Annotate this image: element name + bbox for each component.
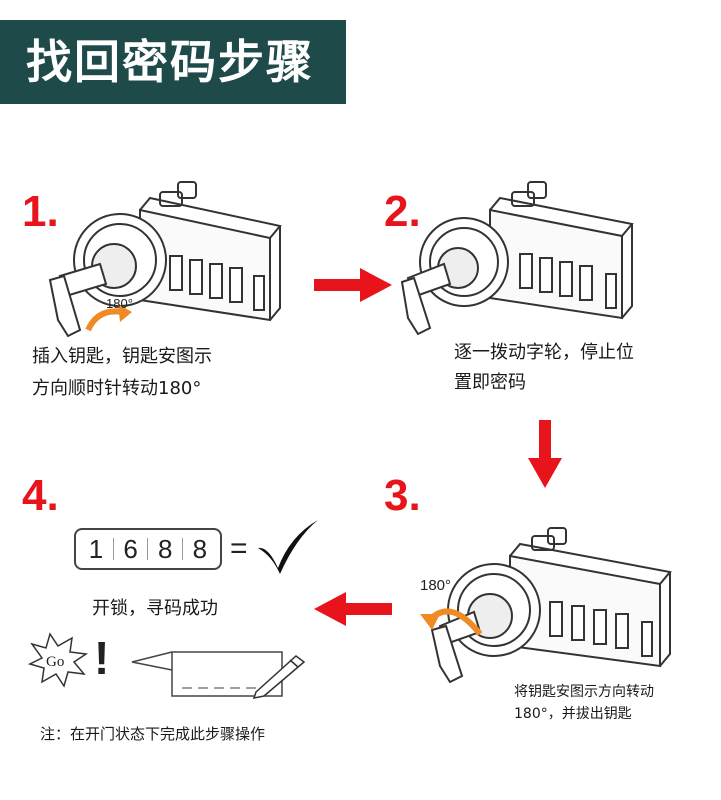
arrow-step1-to-step2 bbox=[314, 268, 392, 302]
go-burst-icon: Go bbox=[28, 630, 90, 688]
digit-separator bbox=[147, 538, 148, 560]
equals-sign: = bbox=[230, 532, 248, 566]
arrow-step3-to-step4 bbox=[314, 592, 392, 626]
step-1-lock-illustration: 180° bbox=[40, 180, 300, 340]
code-display: 1 6 8 8 bbox=[74, 528, 222, 570]
page-title: 找回密码步骤 bbox=[26, 34, 314, 90]
step-3-caption-line-2: 180°，并拔出钥匙 bbox=[514, 702, 632, 726]
code-digit: 8 bbox=[193, 534, 207, 565]
title-banner: 找回密码步骤 bbox=[0, 20, 346, 104]
note-text: 注：在开门状态下完成此步骤操作 bbox=[40, 722, 265, 746]
step-1-caption-line-2: 方向顺时针转动180° bbox=[32, 374, 201, 403]
step-2-lock-illustration bbox=[400, 178, 650, 338]
exclamation-mark: ! bbox=[94, 632, 109, 684]
arrow-step2-to-step3 bbox=[528, 420, 562, 488]
step-1-rotation-label: 180° bbox=[106, 296, 133, 311]
step-3-caption-line-1: 将钥匙安图示方向转动 bbox=[514, 680, 654, 704]
step-3-rotation-label: 180° bbox=[420, 577, 451, 594]
step-3-lock-illustration: 180° bbox=[410, 526, 680, 686]
code-digit: 1 bbox=[89, 534, 103, 565]
go-label: Go bbox=[46, 654, 64, 670]
step-2-caption-line-2: 置即密码 bbox=[454, 368, 526, 397]
step-1-caption-line-1: 插入钥匙，钥匙安图示 bbox=[32, 342, 212, 371]
step-3-number: 3. bbox=[384, 472, 421, 520]
code-digit: 8 bbox=[158, 534, 172, 565]
digit-separator bbox=[113, 538, 114, 560]
digit-separator bbox=[182, 538, 183, 560]
checkmark-icon bbox=[256, 516, 320, 576]
step-4-caption: 开锁，寻码成功 bbox=[92, 594, 218, 623]
step-2-caption-line-1: 逐一拨动字轮，停止位 bbox=[454, 338, 634, 367]
code-digit: 6 bbox=[123, 534, 137, 565]
step-4-number: 4. bbox=[22, 472, 59, 520]
envelope-pencil-icon bbox=[124, 644, 314, 700]
